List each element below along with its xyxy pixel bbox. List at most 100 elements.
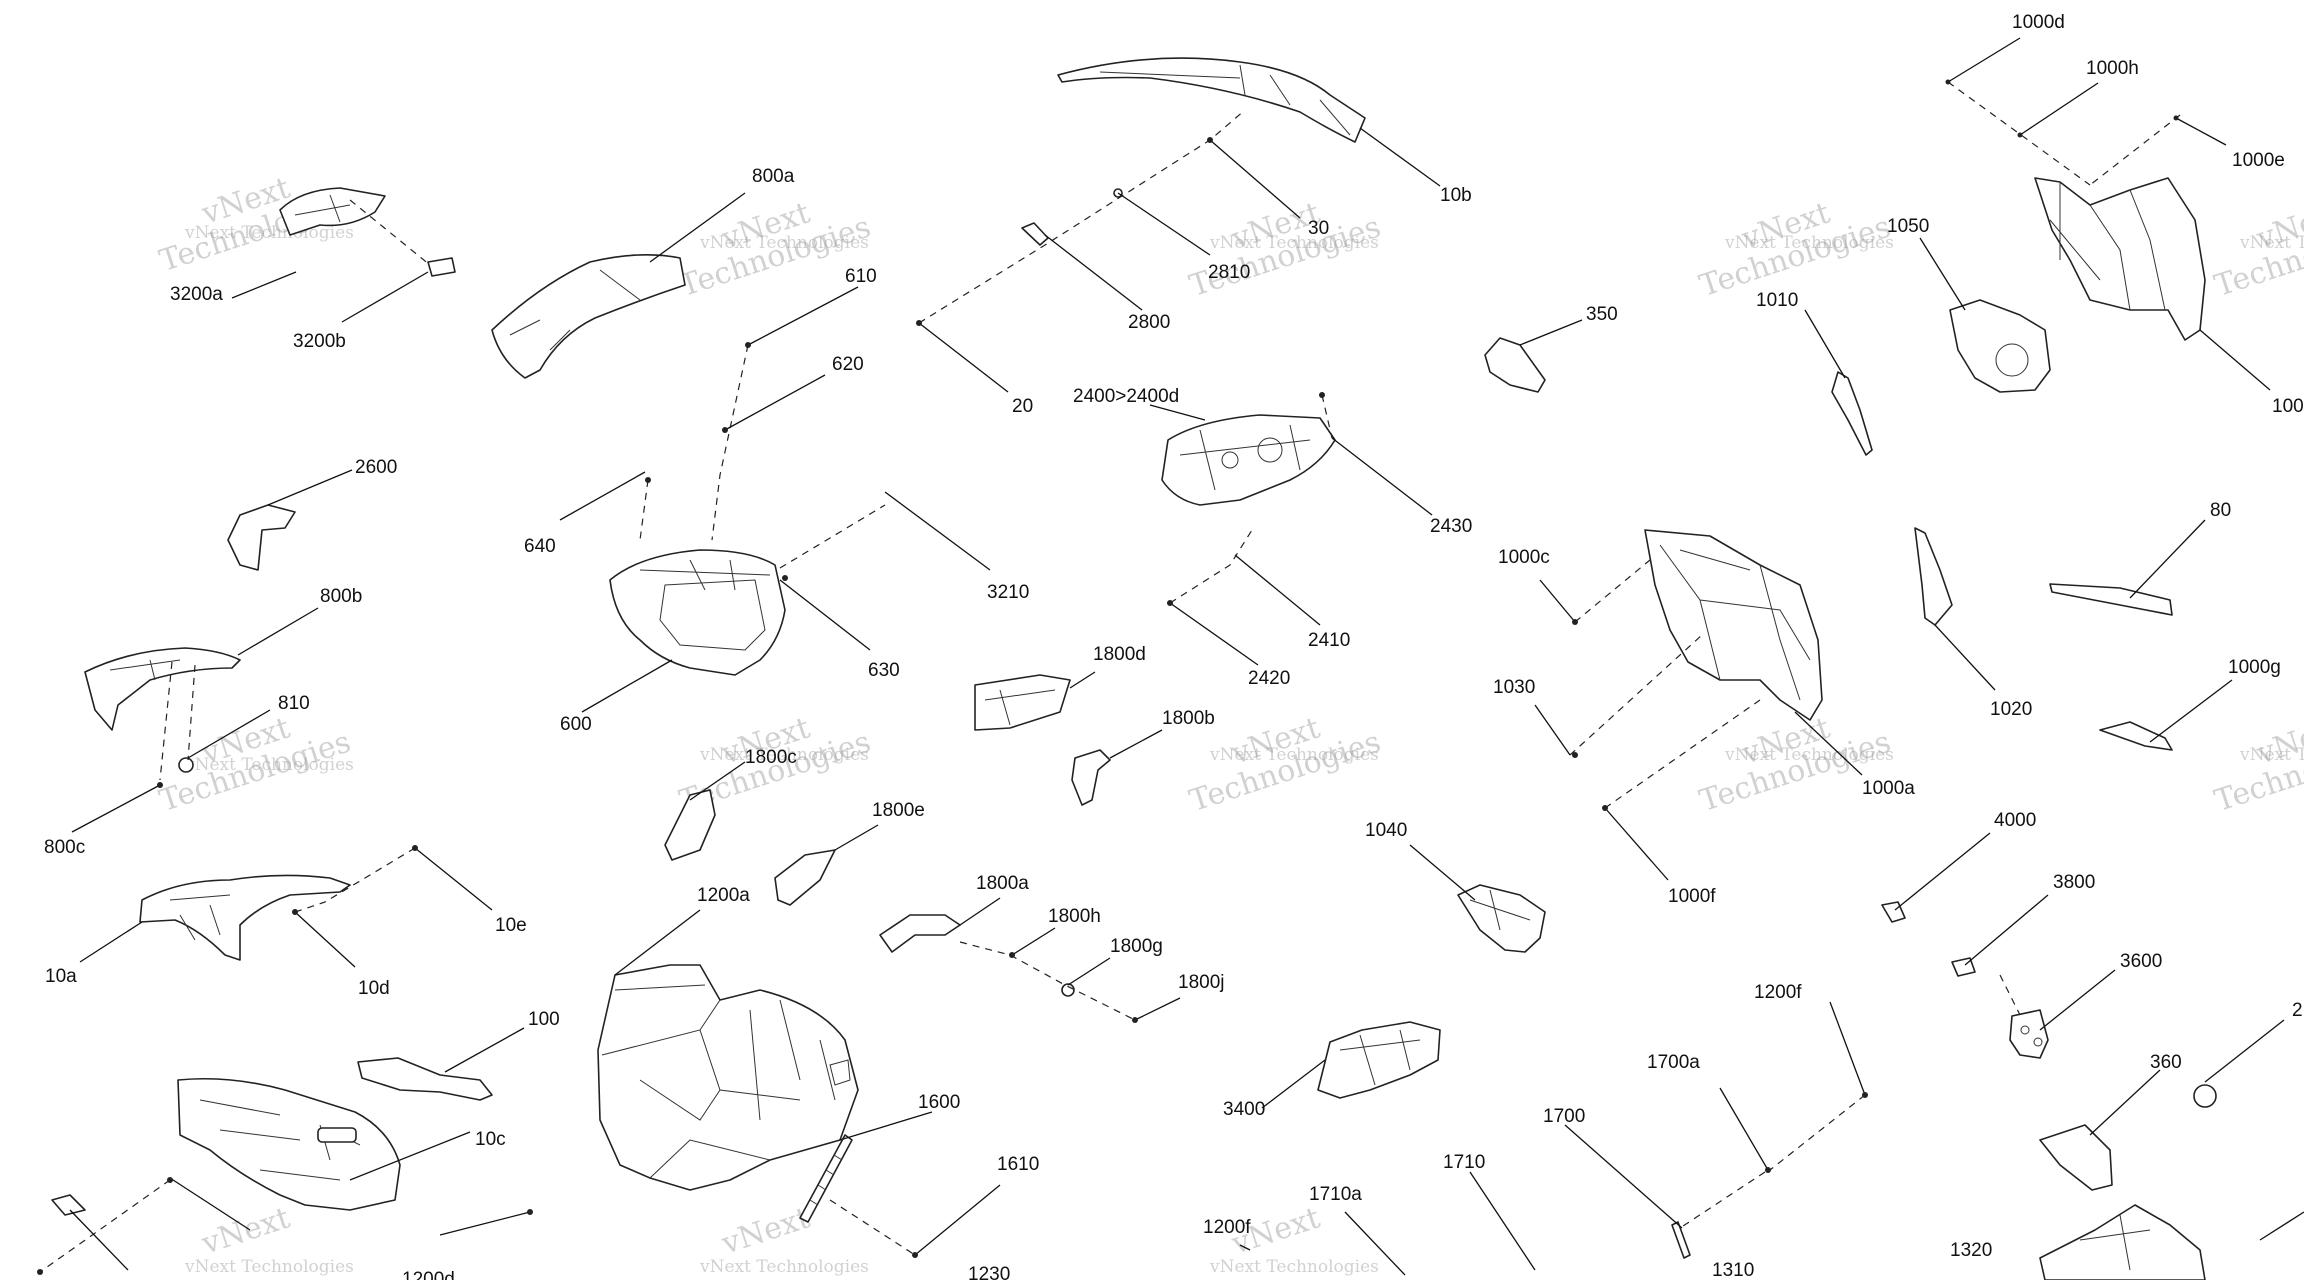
label-10b: 10b bbox=[1440, 185, 1472, 206]
label-2: 2 bbox=[2292, 1000, 2303, 1021]
part-10a bbox=[139, 874, 351, 961]
label-1000c: 1000c bbox=[1498, 547, 1550, 568]
label-3210: 3210 bbox=[987, 582, 1029, 603]
label-2410: 2410 bbox=[1308, 630, 1350, 651]
part-1600 bbox=[799, 1134, 853, 1223]
label-810: 810 bbox=[278, 693, 310, 714]
label-800b: 800b bbox=[320, 586, 362, 607]
svg-text:vNext Technologies: vNext Technologies bbox=[2239, 745, 2304, 765]
part-350 bbox=[1484, 337, 1546, 393]
part-1800a bbox=[879, 914, 961, 953]
label-1000d: 1000d bbox=[2012, 12, 2065, 33]
part-3800 bbox=[1951, 957, 1976, 977]
assembly-lines bbox=[39, 81, 2181, 1273]
label-1020: 1020 bbox=[1990, 699, 2032, 720]
part-2600 bbox=[227, 504, 296, 571]
label-100: 100 bbox=[528, 1009, 560, 1030]
label-1800h: 1800h bbox=[1048, 906, 1101, 927]
label-1200a: 1200a bbox=[697, 885, 750, 906]
label-1600: 1600 bbox=[918, 1092, 960, 1113]
label-1200f-lower: 1200f bbox=[1203, 1217, 1251, 1238]
label-1000e: 1000e bbox=[2232, 150, 2285, 171]
label-1800b: 1800b bbox=[1162, 708, 1215, 729]
part-1000g bbox=[2099, 721, 2173, 751]
part-3200a bbox=[279, 187, 386, 236]
label-1800a: 1800a bbox=[976, 873, 1029, 894]
part-3200b bbox=[427, 257, 456, 277]
part-3400 bbox=[1317, 1021, 1441, 1099]
part-1800e bbox=[774, 849, 836, 906]
fasteners bbox=[37, 79, 2179, 1275]
part-100 bbox=[357, 1057, 493, 1101]
label-2800: 2800 bbox=[1128, 312, 1170, 333]
part-800b bbox=[84, 647, 241, 731]
label-1710: 1710 bbox=[1443, 1152, 1485, 1173]
label-600: 600 bbox=[560, 714, 592, 735]
part-600 bbox=[609, 549, 786, 676]
label-1040: 1040 bbox=[1365, 820, 1407, 841]
part-1320 bbox=[2039, 1204, 2206, 1280]
svg-text:vNext Technologies: vNext Technologies bbox=[1209, 745, 1379, 765]
label-1800e: 1800e bbox=[872, 800, 925, 821]
label-10c: 10c bbox=[475, 1129, 506, 1150]
label-1610: 1610 bbox=[997, 1154, 1039, 1175]
part-10b bbox=[1057, 57, 1366, 143]
svg-text:vNext Technologies: vNext Technologies bbox=[1209, 233, 1379, 253]
part-1200a bbox=[597, 964, 859, 1191]
svg-text:vNext Technologies: vNext Technologies bbox=[699, 1257, 869, 1277]
label-1800g: 1800g bbox=[1110, 936, 1163, 957]
label-1800d: 1800d bbox=[1093, 644, 1146, 665]
part-800a bbox=[491, 254, 686, 379]
label-1320: 1320 bbox=[1950, 1240, 1992, 1261]
part-1000 bbox=[2034, 177, 2206, 341]
label-3200b: 3200b bbox=[293, 331, 346, 352]
label-620: 620 bbox=[832, 354, 864, 375]
label-2810: 2810 bbox=[1208, 262, 1250, 283]
label-1310: 1310 bbox=[1712, 1260, 1754, 1280]
label-20: 20 bbox=[1012, 396, 1033, 417]
label-1230: 1230 bbox=[968, 1264, 1010, 1280]
label-800c: 800c bbox=[44, 837, 85, 858]
label-1800c: 1800c bbox=[745, 747, 797, 768]
label-610: 610 bbox=[845, 266, 877, 287]
part-360 bbox=[2193, 1084, 2217, 1108]
svg-text:vNext Technologies: vNext Technologies bbox=[2239, 233, 2304, 253]
label-3400: 3400 bbox=[1223, 1099, 1265, 1120]
label-2430: 2430 bbox=[1430, 516, 1472, 537]
part-810 bbox=[178, 757, 194, 773]
svg-text:vNext Technologies: vNext Technologies bbox=[1209, 1257, 1379, 1277]
label-10e: 10e bbox=[495, 915, 527, 936]
label-1030: 1030 bbox=[1493, 677, 1535, 698]
label-1800j: 1800j bbox=[1178, 972, 1225, 993]
label-360: 360 bbox=[2150, 1052, 2182, 1073]
label-1700: 1700 bbox=[1543, 1106, 1585, 1127]
label-3200a: 3200a bbox=[170, 284, 223, 305]
label-1200d: 1200d bbox=[402, 1269, 455, 1280]
label-640: 640 bbox=[524, 536, 556, 557]
part-3600 bbox=[2009, 1009, 2049, 1059]
label-2420: 2420 bbox=[1248, 668, 1290, 689]
label-2600: 2600 bbox=[355, 457, 397, 478]
watermark: vNext bbox=[197, 1201, 294, 1262]
label-1010: 1010 bbox=[1756, 290, 1798, 311]
label-10a: 10a bbox=[45, 966, 77, 987]
part-1800d bbox=[974, 674, 1071, 731]
label-1000f: 1000f bbox=[1668, 886, 1716, 907]
label-1200f: 1200f bbox=[1754, 982, 1802, 1003]
label-30: 30 bbox=[1308, 218, 1329, 239]
label-1000a: 1000a bbox=[1862, 778, 1915, 799]
part-1040 bbox=[1457, 884, 1546, 953]
label-1000h: 1000h bbox=[2086, 58, 2139, 79]
part-1800g bbox=[1061, 983, 1075, 997]
watermark: vNext bbox=[717, 1201, 814, 1262]
label-800a: 800a bbox=[752, 166, 795, 187]
part-sticker bbox=[51, 1194, 86, 1216]
label-4000: 4000 bbox=[1994, 810, 2036, 831]
label-3600: 3600 bbox=[2120, 951, 2162, 972]
svg-text:vNext: vNext bbox=[717, 1201, 814, 1262]
label-10d: 10d bbox=[358, 978, 390, 999]
part-1020 bbox=[1914, 527, 1953, 626]
part-80 bbox=[2049, 583, 2173, 616]
part-10c bbox=[177, 1077, 401, 1211]
